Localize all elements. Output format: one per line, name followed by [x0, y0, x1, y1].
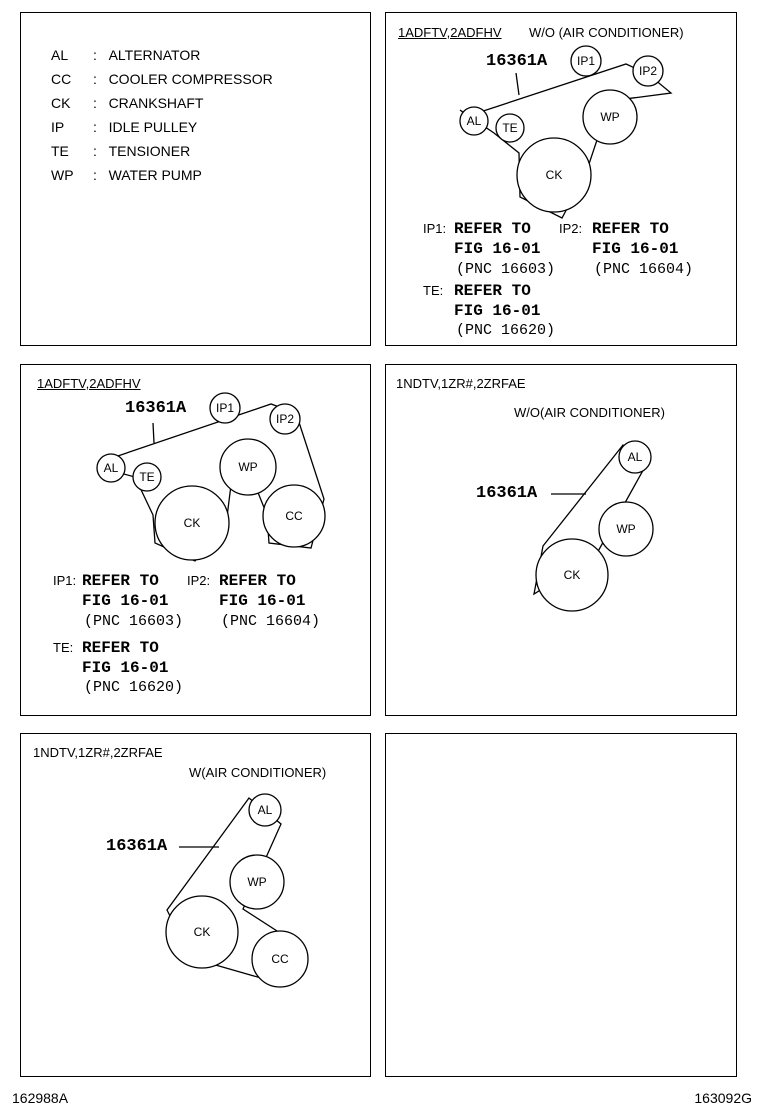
part-number: 16361A — [106, 837, 168, 856]
ip2-fig: FIG 16-01 — [592, 240, 679, 258]
ip1-pnc: (PNC 16603) — [456, 261, 556, 278]
ck-label: CK — [546, 168, 563, 182]
diagram-panel-1adftv-ac: IP1 IP2 AL TE WP CK CC 1ADFTV,2ADFHV 163… — [20, 364, 371, 716]
te-fig: FIG 16-01 — [454, 302, 541, 320]
ck-pulley — [535, 538, 609, 612]
belt-diagram: AL WP CK — [533, 440, 654, 612]
part-number: 16361A — [486, 52, 548, 71]
ip2-refer: REFER TO — [219, 572, 296, 590]
footer-code-right: 163092G — [694, 1090, 752, 1106]
legend-item: IP: IDLE PULLEY — [51, 119, 198, 135]
ip2-pulley — [632, 55, 664, 87]
te-pulley — [495, 113, 525, 143]
ip2-pulley — [269, 403, 301, 435]
ip1-pulley — [209, 392, 241, 424]
ip1-refer: REFER TO — [82, 572, 159, 590]
cc-label: CC — [271, 952, 289, 966]
cc-pulley — [262, 484, 326, 548]
wp-label: WP — [600, 110, 619, 124]
legend-item: AL: ALTERNATOR — [51, 47, 201, 63]
ck-pulley — [516, 137, 592, 213]
wp-label: WP — [238, 460, 257, 474]
legend-item: CK: CRANKSHAFT — [51, 95, 204, 111]
part-number: 16361A — [476, 484, 538, 503]
belt-diagram: AL WP CK CC — [165, 793, 309, 988]
ip2-label: IP2 — [276, 412, 294, 426]
condition-label: W/O (AIR CONDITIONER) — [529, 25, 684, 40]
legend-item: WP: WATER PUMP — [51, 167, 202, 183]
belt-diagram: IP1 IP2 AL TE WP CK — [459, 45, 673, 219]
ip1-label: IP1 — [216, 401, 234, 415]
cc-pulley — [251, 930, 309, 988]
ip1-refer: REFER TO — [454, 220, 531, 238]
wp-pulley — [219, 438, 277, 496]
ip1-fig: FIG 16-01 — [454, 240, 541, 258]
ip2-label: IP2 — [639, 64, 657, 78]
diagram-panel-1adftv-no-ac: IP1 IP2 AL TE WP CK 1ADFTV,2ADFHV W/O (A… — [385, 12, 737, 346]
al-pulley — [459, 106, 489, 136]
leader-line — [515, 72, 520, 96]
ip2-pnc: (PNC 16604) — [594, 261, 694, 278]
ck-pulley — [165, 895, 239, 969]
al-label: AL — [258, 803, 273, 817]
al-label: AL — [467, 114, 482, 128]
te-refer: REFER TO — [82, 639, 159, 657]
te-pnc: (PNC 16620) — [456, 322, 556, 339]
empty-panel — [385, 733, 737, 1077]
wp-pulley — [229, 854, 285, 910]
ip2-refer: REFER TO — [592, 220, 669, 238]
legend-item: TE: TENSIONER — [51, 143, 191, 159]
ip1-ref-key: IP1: — [423, 221, 447, 236]
model-label: 1NDTV,1ZR#,2ZRFAE — [396, 376, 526, 391]
wp-label: WP — [616, 522, 635, 536]
wp-pulley — [582, 89, 638, 145]
ck-label: CK — [184, 516, 201, 530]
ck-pulley — [154, 485, 230, 561]
diagram-panel-1ndtv-ac: AL WP CK CC 1NDTV,1ZR#,2ZRFAE W(AIR COND… — [20, 733, 371, 1077]
te-ref-key: TE: — [423, 283, 444, 298]
cc-label: CC — [285, 509, 303, 523]
ck-label: CK — [564, 568, 581, 582]
condition-label: W/O(AIR CONDITIONER) — [514, 405, 665, 420]
te-pnc: (PNC 16620) — [84, 679, 184, 696]
ip1-pnc: (PNC 16603) — [84, 613, 184, 630]
model-label: 1ADFTV,2ADFHV — [37, 376, 141, 391]
te-label: TE — [139, 470, 154, 484]
legend-panel: AL: ALTERNATOR CC: COOLER COMPRESSOR CK:… — [20, 12, 371, 346]
te-label: TE — [502, 121, 517, 135]
te-pulley — [132, 462, 162, 492]
footer-code-left: 162988A — [12, 1090, 69, 1106]
al-label: AL — [628, 450, 643, 464]
al-pulley — [618, 440, 652, 474]
ip2-fig: FIG 16-01 — [219, 592, 306, 610]
ip1-label: IP1 — [577, 54, 595, 68]
ip1-ref-key: IP1: — [53, 573, 77, 588]
ip2-ref-key: IP2: — [559, 221, 583, 236]
belt-diagram: IP1 IP2 AL TE WP CK CC — [96, 392, 326, 562]
te-ref-key: TE: — [53, 640, 74, 655]
ip2-ref-key: IP2: — [187, 573, 211, 588]
diagram-panel-1ndtv-no-ac: AL WP CK 1NDTV,1ZR#,2ZRFAE W/O(AIR CONDI… — [385, 364, 737, 716]
legend-item: CC: COOLER COMPRESSOR — [51, 71, 273, 87]
al-label: AL — [104, 461, 119, 475]
model-label: 1NDTV,1ZR#,2ZRFAE — [33, 745, 163, 760]
al-pulley — [248, 793, 282, 827]
wp-label: WP — [247, 875, 266, 889]
part-number: 16361A — [125, 399, 187, 418]
ip1-pulley — [570, 45, 602, 77]
te-refer: REFER TO — [454, 282, 531, 300]
ck-label: CK — [194, 925, 211, 939]
wp-pulley — [598, 501, 654, 557]
ip2-pnc: (PNC 16604) — [221, 613, 321, 630]
al-pulley — [96, 453, 126, 483]
te-fig: FIG 16-01 — [82, 659, 169, 677]
condition-label: W(AIR CONDITIONER) — [189, 765, 327, 780]
leader-line — [152, 422, 155, 444]
model-label: 1ADFTV,2ADFHV — [398, 25, 502, 40]
ip1-fig: FIG 16-01 — [82, 592, 169, 610]
